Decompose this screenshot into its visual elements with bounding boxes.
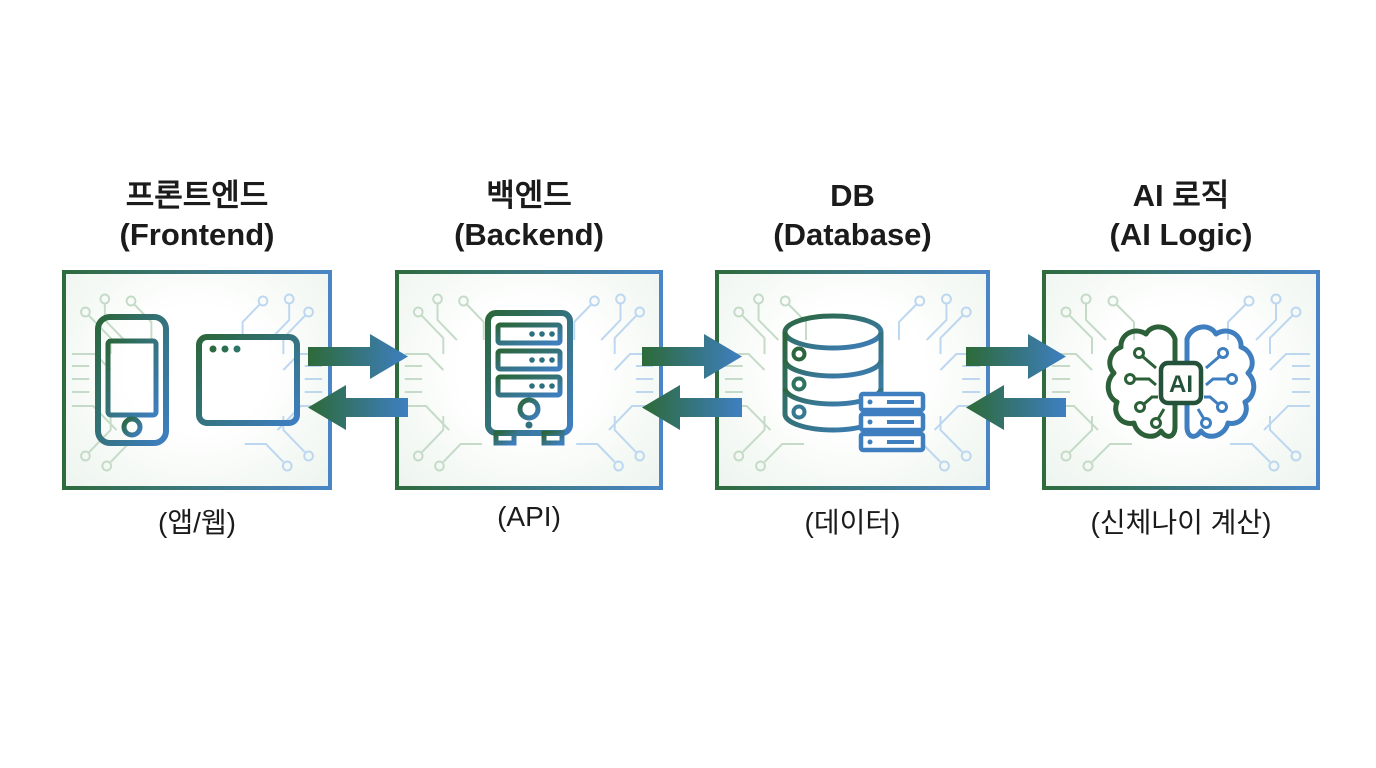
smartphone-icon [95, 314, 169, 446]
node-database: DB (Database) [715, 0, 990, 768]
node-sublabel: (데이터) [804, 507, 901, 538]
circuit-pattern [404, 293, 654, 472]
node-sublabel: (신체나이 계산) [1090, 507, 1272, 538]
node-title-ko: AI 로직 [1132, 178, 1230, 213]
arrow-left-icon [642, 385, 742, 430]
connector-database-ai [966, 334, 1066, 430]
arrow-right-icon [966, 334, 1066, 379]
arrow-right-icon [308, 334, 408, 379]
node-title-ko: 백엔드 [486, 178, 572, 213]
connector-frontend-backend [308, 334, 408, 430]
ai-chip-label: AI [1169, 371, 1193, 398]
node-backend: 백엔드 (Backend) [395, 0, 663, 768]
arrow-left-icon [308, 385, 408, 430]
ai-chip-icon: AI [1158, 360, 1204, 405]
node-title: 백엔드 (Backend) [319, 176, 739, 254]
arrow-left-icon [966, 385, 1066, 430]
node-frontend: 프론트엔드 (Frontend) [62, 0, 332, 768]
node-box-ai-logic: AI [1042, 270, 1320, 490]
node-box-backend [395, 270, 663, 490]
node-box-frontend [62, 270, 332, 490]
node-title-en: (AI Logic) [1109, 217, 1253, 252]
node-title: AI 로직 (AI Logic) [971, 176, 1376, 254]
node-box-database [715, 270, 990, 490]
arrow-right-icon [642, 334, 742, 379]
node-sublabel: (앱/웹) [158, 507, 236, 538]
node-sublabel: (API) [497, 501, 561, 532]
ai-brain-icon: AI [1105, 324, 1257, 439]
node-title: DB (Database) [643, 176, 1063, 254]
node-title-en: (Database) [773, 217, 932, 252]
connector-backend-database [642, 334, 742, 430]
node-title: 프론트엔드 (Frontend) [0, 176, 407, 254]
node-title-en: (Backend) [454, 217, 604, 252]
node-ai-logic: AI 로직 (AI Logic) [1042, 0, 1320, 768]
node-title-ko: DB [830, 178, 875, 213]
browser-window-icon [196, 334, 300, 426]
server-rack-icon [858, 391, 925, 453]
server-icon [485, 310, 573, 446]
node-title-en: (Frontend) [119, 217, 275, 252]
database-icon [782, 313, 925, 453]
node-title-ko: 프론트엔드 [125, 178, 269, 213]
